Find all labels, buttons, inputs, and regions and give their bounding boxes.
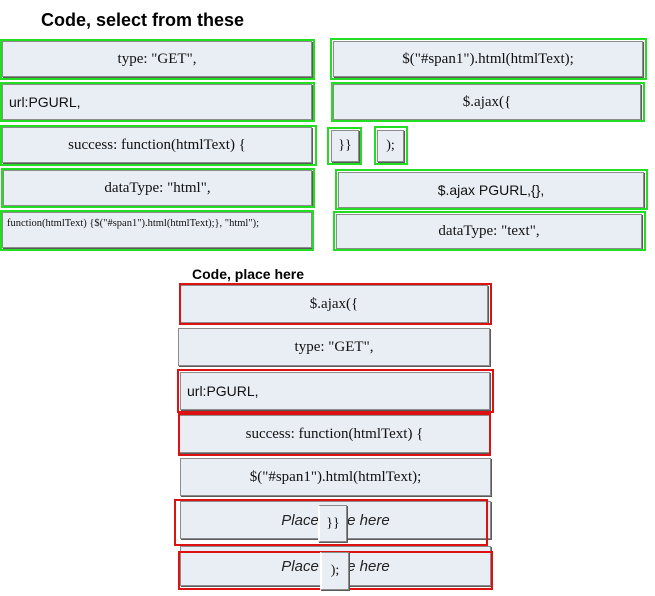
source-tile-datatype-html[interactable]: dataType: "html", xyxy=(3,170,312,206)
source-tile-ajax-pgurl[interactable]: $.ajax PGURL,{}, xyxy=(338,172,644,208)
select-heading: Code, select from these xyxy=(41,10,245,30)
target-slot-3[interactable]: url:PGURL, xyxy=(180,372,490,410)
source-tile-datatype-text[interactable]: dataType: "text", xyxy=(336,214,642,249)
source-tile-ajax-open[interactable]: $.ajax({ xyxy=(333,84,641,120)
target-slot-4[interactable]: success: function(htmlText) { xyxy=(179,415,490,453)
target-slot-1[interactable]: $.ajax({ xyxy=(180,285,488,323)
target-slot-2[interactable]: type: "GET", xyxy=(178,328,490,366)
source-tile-close-paren[interactable]: ); xyxy=(377,130,404,162)
target-slot-5[interactable]: $("#span1").html(htmlText); xyxy=(180,458,491,496)
source-tile-success[interactable]: success: function(htmlText) { xyxy=(2,127,312,163)
source-tile-function-callback[interactable]: function(htmlText) {$("#span1").html(htm… xyxy=(2,212,312,248)
source-tile-url[interactable]: url:PGURL, xyxy=(2,84,312,120)
source-tile-span-html[interactable]: $("#span1").html(htmlText); xyxy=(333,41,643,77)
source-tile-type-get[interactable]: type: "GET", xyxy=(2,41,312,77)
source-tile-double-brace[interactable]: }} xyxy=(331,130,359,162)
dragged-close-paren[interactable]: ); xyxy=(320,552,349,590)
place-heading: Code, place here xyxy=(192,266,305,282)
dragged-double-brace[interactable]: }} xyxy=(318,505,347,542)
